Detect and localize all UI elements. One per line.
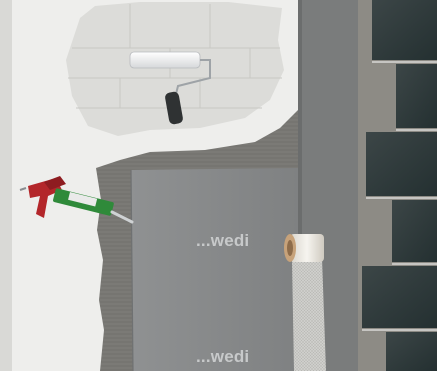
tile	[366, 132, 437, 196]
tile	[396, 64, 437, 128]
reinforcement-tape	[292, 258, 326, 371]
wedi-board	[131, 168, 298, 371]
tile	[362, 266, 437, 328]
tile	[386, 332, 437, 371]
tile	[372, 0, 437, 60]
tile	[392, 200, 437, 262]
brand-mark-upper: ...wedi	[196, 231, 249, 250]
tape-roll-icon	[284, 234, 324, 262]
left-shadow-band	[0, 0, 12, 371]
brand-mark-lower: ...wedi	[196, 347, 249, 366]
tile-grid	[362, 0, 437, 371]
